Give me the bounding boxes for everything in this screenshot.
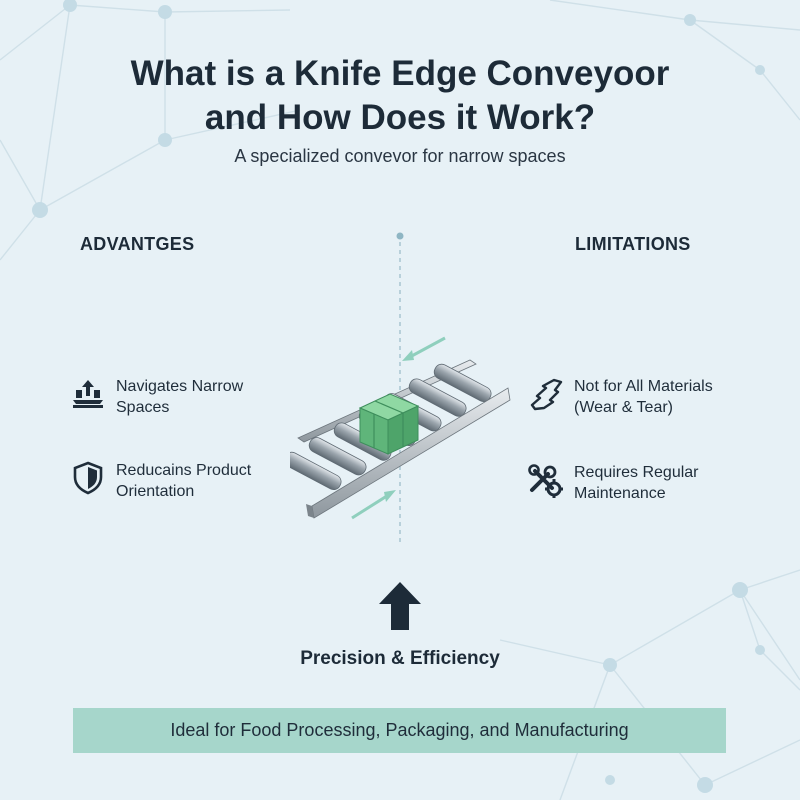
knife-edge-conveyor-illustration	[290, 336, 511, 520]
page-title: What is a Knife Edge Conveyoor and How D…	[0, 52, 800, 140]
broken-edge-icon	[530, 378, 563, 411]
limitation-1-line-1: Not for All Materials	[574, 378, 713, 395]
limitation-1-line-2: (Wear & Tear)	[574, 399, 673, 416]
center-divider	[396, 232, 404, 545]
limitation-2-line-2: Maintenance	[574, 485, 666, 502]
limitation-2-line-1: Requires Regular	[574, 464, 699, 481]
conveyor-roller	[433, 363, 492, 403]
advantage-2-line-1: Reducains Product	[116, 462, 252, 479]
advantage-1-line-2: Spaces	[116, 399, 170, 416]
advantage-1-line-1: Navigates Narrow	[116, 378, 244, 395]
conveyor-roller	[290, 451, 342, 491]
center-caption: Precision & Efficiency	[300, 648, 500, 669]
title-line-2: and How Does it Work?	[204, 98, 596, 137]
limitation-item-maintenance: Requires Regular Maintenance	[528, 462, 744, 504]
advantage-item-narrow-spaces: Navigates Narrow Spaces	[70, 376, 286, 418]
wrench-gear-icon	[528, 464, 563, 498]
advantages-heading: ADVANTGES	[80, 234, 195, 254]
subtitle: A specialized convevor for narrow spaces	[234, 146, 566, 166]
conveyor-roller	[408, 378, 467, 417]
conveyor-roller	[308, 437, 367, 476]
limitation-item-materials: Not for All Materials (Wear & Tear)	[528, 376, 764, 418]
use-case-banner: Ideal for Food Processing, Packaging, an…	[73, 708, 726, 753]
green-box	[358, 393, 420, 455]
motion-arrow-top	[407, 336, 446, 360]
advantage-2-line-2: Orientation	[116, 483, 195, 500]
banner-text: Ideal for Food Processing, Packaging, an…	[170, 720, 629, 740]
motion-arrow-bottom	[351, 492, 391, 520]
title-line-1: What is a Knife Edge Conveyoor	[130, 54, 670, 93]
shield-icon	[73, 461, 103, 495]
narrow-space-icon	[73, 380, 103, 408]
advantage-item-orientation: Reducains Product Orientation	[70, 460, 286, 502]
up-arrow-icon	[379, 582, 421, 630]
limitations-heading: LIMITATIONS	[575, 234, 691, 254]
